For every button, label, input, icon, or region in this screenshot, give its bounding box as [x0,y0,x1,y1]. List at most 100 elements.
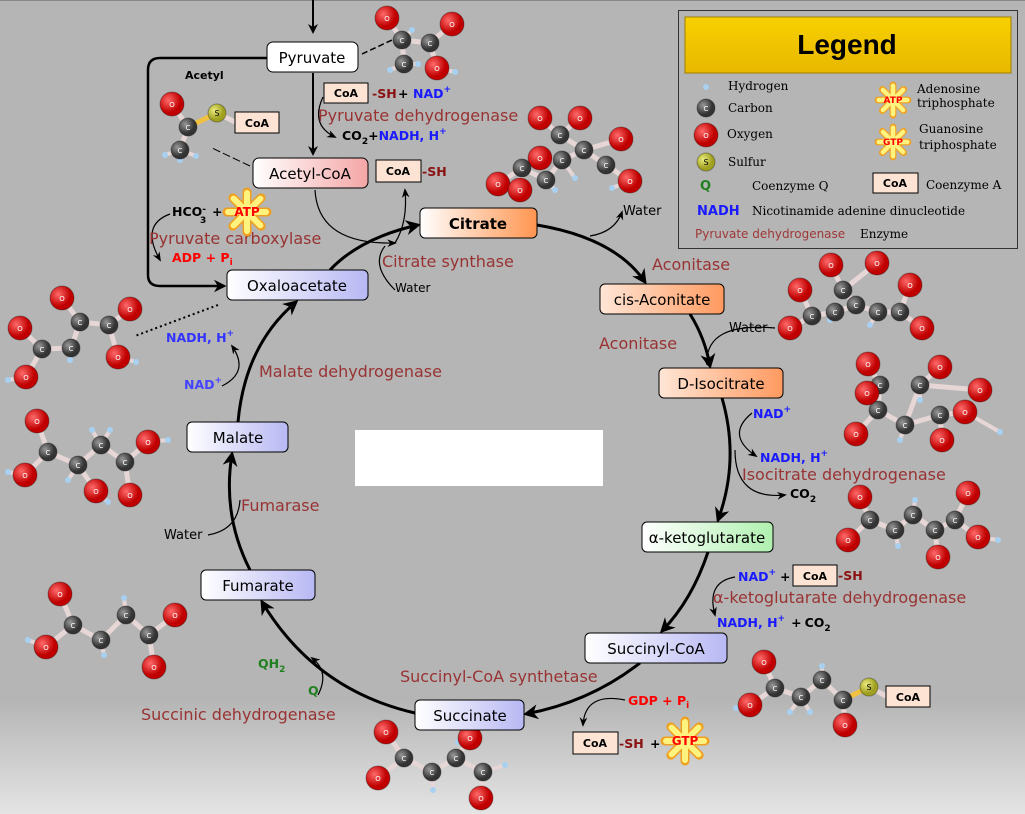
coa-sh-citrate-synthase: CoA -SH [375,159,447,183]
arrow-succinate-to-fumarate [260,599,416,715]
metabolite-succinyl-coa[interactable]: Succinyl-CoA [584,632,728,664]
hydrogen-atom [572,175,578,181]
svg-text:C: C [402,61,407,69]
oxygen-atom: O [373,719,399,745]
metabolite-oxaloacetate[interactable]: Oxaloacetate [226,269,369,301]
hydrogen-atom [997,429,1003,435]
metabolite-malate[interactable]: Malate [186,421,289,453]
oxygen-atom: O [617,168,643,194]
enzyme-akg-dehydrogenase: α-ketoglutarate dehydrogenase [713,588,966,607]
oxygen-atom: O [24,408,50,434]
svg-text:CoA: CoA [883,177,908,190]
svg-text:-SH: -SH [838,568,863,583]
svg-text:CoA: CoA [386,165,411,178]
svg-text:Q: Q [700,179,711,194]
svg-text:HCO-3: HCO-3 [172,204,206,226]
carbon-atom: C [895,415,915,435]
d-isocitrate-label: D-Isocitrate [677,375,764,393]
svg-text:NAD+: NAD+ [184,376,222,392]
svg-text:O: O [495,181,501,189]
sulfur-atom: S [696,152,716,172]
oxygen-atom: O [365,765,391,791]
oxygen-atom: O [927,354,953,380]
svg-text:C: C [582,147,587,155]
svg-text:O: O [23,374,29,382]
svg-text:+: + [398,86,408,101]
metabolite-succinate[interactable]: Succinate [414,699,525,731]
metabolite-citrate[interactable]: Citrate [419,207,538,239]
svg-text:CoA: CoA [803,570,828,583]
svg-text:C: C [400,37,405,45]
hydrogen-atom [897,437,903,443]
hydrogen-atom [733,705,739,711]
svg-text:S: S [866,683,871,692]
carbon-atom: C [512,158,532,178]
svg-text:Adenosine: Adenosine [916,82,980,96]
oxygen-atom: O [847,484,873,510]
metabolite-cis-aconitate[interactable]: cis-Aconitate [599,283,725,315]
enzyme-labels: Pyruvate dehydrogenase Pyruvate carboxyl… [141,106,966,724]
carbon-atom: C [825,302,845,322]
svg-text:C: C [520,165,525,173]
metabolite-boxes[interactable]: Pyruvate Acetyl-CoA Citrate cis-Aconitat… [186,41,784,731]
svg-text:Q: Q [308,683,319,698]
oxygen-atom: O [117,296,143,322]
metabolite-d-isocitrate[interactable]: D-Isocitrate [658,367,784,399]
svg-text:C: C [704,105,709,113]
svg-text:C: C [938,412,943,420]
svg-text:-SH: -SH [422,164,447,179]
carbon-atom: C [910,375,930,395]
svg-text:C: C [911,512,916,520]
svg-text:NADH: NADH [697,204,740,219]
oxygen-atom: O [843,421,869,447]
oxygen-atom: O [527,145,553,171]
sulfur-icon: S [696,152,716,172]
carbon-atom: C [812,670,832,690]
svg-text:C: C [854,302,859,310]
svg-text:C: C [876,309,881,317]
acetyl-coa-label: Acetyl-CoA [269,165,351,183]
atp-star-carboxylase: ATP [222,187,272,237]
svg-text:C: C [76,462,81,470]
hydrogen-atom [67,357,73,363]
svg-text:O: O [853,431,859,439]
svg-text:O: O [618,136,624,144]
svg-text:O: O [703,132,709,140]
svg-text:NAD+: NAD+ [738,568,776,584]
metabolite-alpha-ketoglutarate[interactable]: α-ketoglutarate [641,521,774,553]
svg-text:NAD+: NAD+ [413,85,451,101]
svg-text:Nicotinamide adenine dinucleot: Nicotinamide adenine dinucleotide [752,204,965,218]
carbon-atom: C [63,615,83,635]
metabolite-fumarate[interactable]: Fumarate [200,569,316,601]
svg-text:C: C [78,319,83,327]
oxygen-atom: O [854,380,880,406]
svg-text:C: C [69,345,74,353]
oxygen-atom: O [485,171,511,197]
svg-text:C: C [918,382,923,390]
svg-text:C: C [810,313,815,321]
metabolite-pyruvate[interactable]: Pyruvate [266,41,359,73]
legend-title: Legend [797,29,897,60]
enzyme-isocitrate-dehydrogenase: Isocitrate dehydrogenase [742,465,946,484]
oxygen-atom: O [135,429,161,455]
hydrogen-atom [819,663,825,669]
hydrogen-atom [89,427,95,433]
carbon-atom: C [765,678,785,698]
enzyme-citrate-synthase: Citrate synthase [382,252,514,271]
carbon-atom: C [885,520,905,540]
svg-text:O: O [907,282,913,290]
carbon-atom: C [696,98,716,118]
oxygen-atom: O [33,634,59,660]
svg-text:C: C [933,527,938,535]
enzyme-pyruvate-carboxylase: Pyruvate carboxylase [149,229,321,248]
svg-text:C: C [107,322,112,330]
metabolite-acetyl-coa[interactable]: Acetyl-CoA [252,157,369,189]
svg-text:O: O [874,260,880,268]
svg-text:NADH, H+: NADH, H+ [760,449,828,465]
svg-text:O: O [975,534,981,542]
oxygen-atom: O [967,377,993,403]
arrow-oxaloacetate-to-citrate [328,220,421,272]
svg-text:triphosphate: triphosphate [917,96,995,110]
svg-text:O: O [127,492,133,500]
